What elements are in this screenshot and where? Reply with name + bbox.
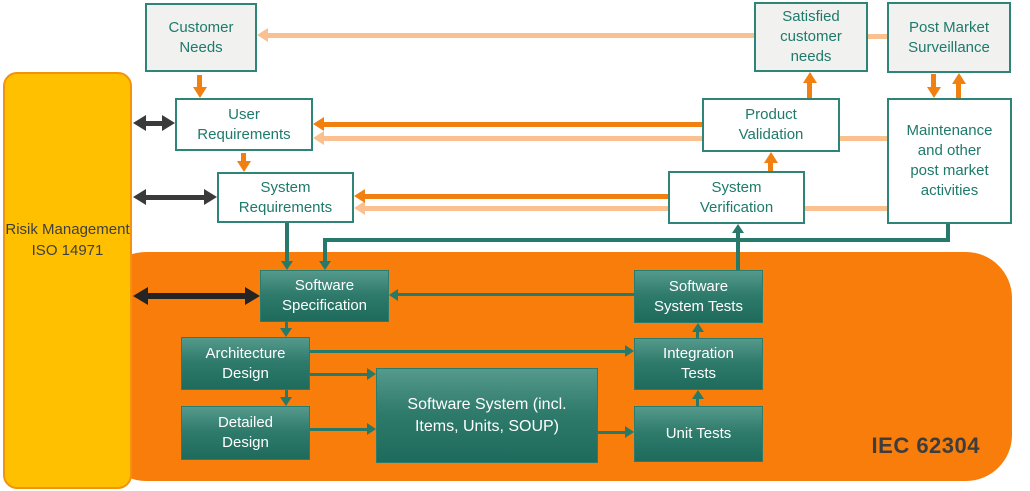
iec-62304-label: IEC 62304 <box>871 433 980 458</box>
edge-maintenance-to-soft-spec-arrowhead <box>319 261 331 270</box>
node-software-specification-label: Software Specification <box>281 277 368 314</box>
edge-prod-val-to-satisfied-line <box>807 83 812 98</box>
edge-sst-to-soft-spec-line <box>398 293 634 296</box>
edge-soft-sys-to-unit-arrowhead <box>625 426 634 438</box>
edge-soft-sys-to-unit-line <box>598 431 625 434</box>
edge-maintenance-to-pms-line <box>956 84 961 98</box>
edge-customer-to-user-req-arrowhead <box>193 87 207 98</box>
edge-int-to-sst-arrowhead <box>692 323 704 332</box>
edge-arch-to-soft-sys-line <box>310 373 367 376</box>
edge-risk-soft-spec-arrowhead-left <box>133 287 148 305</box>
edge-maintenance-elbow-vline <box>946 224 950 240</box>
edge-pms-to-maintenance-line <box>931 74 936 87</box>
edge-maintenance-to-user-req-arrowhead <box>313 131 324 145</box>
edge-risk-sys-req-arrowhead-left <box>133 189 146 205</box>
edge-satisfied-to-customer-arrowhead <box>257 28 268 42</box>
node-detailed-design: Detailed Design <box>181 406 310 460</box>
node-user-requirements-label: User Requirements <box>197 105 291 143</box>
node-integration-tests-label: Integration Tests <box>663 345 734 382</box>
edge-risk-sys-req-arrowhead-right <box>204 189 217 205</box>
edge-arch-to-detail-line <box>285 390 288 397</box>
edge-sys-req-to-soft-spec-line <box>285 223 289 261</box>
edge-arch-to-int-line <box>310 350 625 353</box>
edge-risk-sys-req-line <box>144 195 206 200</box>
node-product-validation: Product Validation <box>702 98 840 152</box>
edge-maintenance-to-sys-req-line <box>365 206 887 211</box>
node-post-market-surveillance: Post Market Surveillance <box>887 2 1011 73</box>
node-satisfied-customer-needs: Satisfied customer needs <box>754 2 868 72</box>
edge-arch-to-soft-sys-arrowhead <box>367 368 376 380</box>
edge-prod-val-to-user-req-arrowhead <box>313 117 324 131</box>
node-architecture-design-label: Architecture Design <box>205 344 286 382</box>
node-integration-tests: Integration Tests <box>634 338 763 390</box>
node-user-requirements: User Requirements <box>175 98 313 151</box>
node-software-system-tests: Software System Tests <box>634 270 763 323</box>
edge-sst-to-sys-ver-arrowhead <box>732 224 744 233</box>
node-satisfied-customer-needs-label: Satisfied customer needs <box>780 8 842 65</box>
edge-maintenance-to-user-req-line <box>324 136 887 141</box>
edge-risk-user-req-arrowhead-left <box>133 115 146 131</box>
edge-unit-to-int-line <box>696 399 699 406</box>
node-software-system: Software System (incl. Items, Units, SOU… <box>376 368 598 463</box>
edge-detail-to-soft-sys-line <box>310 428 367 431</box>
edge-prod-val-to-satisfied-arrowhead <box>803 72 817 83</box>
edge-soft-spec-to-arch-arrowhead <box>280 328 292 337</box>
edge-pms-to-satisfied-line <box>868 34 887 39</box>
edge-int-to-sst-line <box>696 332 699 338</box>
edge-satisfied-to-customer-line <box>268 33 754 38</box>
edge-prod-val-to-user-req-line <box>324 122 702 127</box>
edge-user-req-to-sys-req-line <box>241 153 246 161</box>
edge-user-req-to-sys-req-arrowhead <box>237 161 251 172</box>
edge-sys-req-to-soft-spec-arrowhead <box>281 261 293 270</box>
node-post-market-surveillance-label: Post Market Surveillance <box>908 18 990 56</box>
node-system-verification: System Verification <box>668 171 805 224</box>
node-system-requirements-label: System Requirements <box>238 178 333 216</box>
risk-management-box: Risik Management ISO 14971 <box>3 72 132 489</box>
node-unit-tests: Unit Tests <box>634 406 763 462</box>
node-customer-needs-label: Customer Needs <box>168 18 234 56</box>
node-software-system-label: Software System (incl. Items, Units, SOU… <box>407 396 567 435</box>
edge-arch-to-int-arrowhead <box>625 345 634 357</box>
edge-sst-to-soft-spec-arrowhead <box>389 289 398 301</box>
edge-risk-soft-spec-arrowhead-right <box>245 287 260 305</box>
node-detailed-design-label: Detailed Design <box>217 414 274 451</box>
node-maintenance-label: Maintenance and other post market activi… <box>906 122 993 199</box>
edge-risk-user-req-line <box>144 121 165 126</box>
edge-unit-to-int-arrowhead <box>692 390 704 399</box>
node-maintenance: Maintenance and other post market activi… <box>887 98 1012 224</box>
edge-pms-to-maintenance-arrowhead <box>927 87 941 98</box>
edge-detail-to-soft-sys-arrowhead <box>367 423 376 435</box>
node-software-system-tests-label: Software System Tests <box>654 277 743 315</box>
risk-management-label: Risik Management ISO 14971 <box>5 221 130 259</box>
edge-sys-ver-to-sys-req-line <box>365 194 668 199</box>
edge-maintenance-to-pms-arrowhead <box>952 73 966 84</box>
edge-customer-to-user-req-line <box>197 75 202 87</box>
edge-risk-soft-spec-line <box>146 293 247 299</box>
edge-sst-to-sys-ver-line <box>736 233 740 270</box>
edge-soft-spec-to-arch-line <box>285 322 288 328</box>
node-product-validation-label: Product Validation <box>738 106 804 143</box>
edge-maintenance-to-soft-spec-vline <box>323 242 327 261</box>
node-system-verification-label: System Verification <box>699 178 774 216</box>
edge-sys-ver-to-prod-val-arrowhead <box>764 152 778 163</box>
edge-sys-ver-to-prod-val-line <box>768 163 773 171</box>
node-system-requirements: System Requirements <box>217 172 354 223</box>
edge-maintenance-to-sys-req-arrowhead <box>354 201 365 215</box>
node-unit-tests-label: Unit Tests <box>665 425 732 443</box>
node-architecture-design: Architecture Design <box>181 337 310 390</box>
node-software-specification: Software Specification <box>260 270 389 322</box>
edge-arch-to-detail-arrowhead <box>280 397 292 406</box>
edge-maintenance-to-soft-spec-hline <box>323 238 950 242</box>
edge-sys-ver-to-sys-req-arrowhead <box>354 189 365 203</box>
node-customer-needs: Customer Needs <box>145 3 257 72</box>
edge-risk-user-req-arrowhead-right <box>162 115 175 131</box>
